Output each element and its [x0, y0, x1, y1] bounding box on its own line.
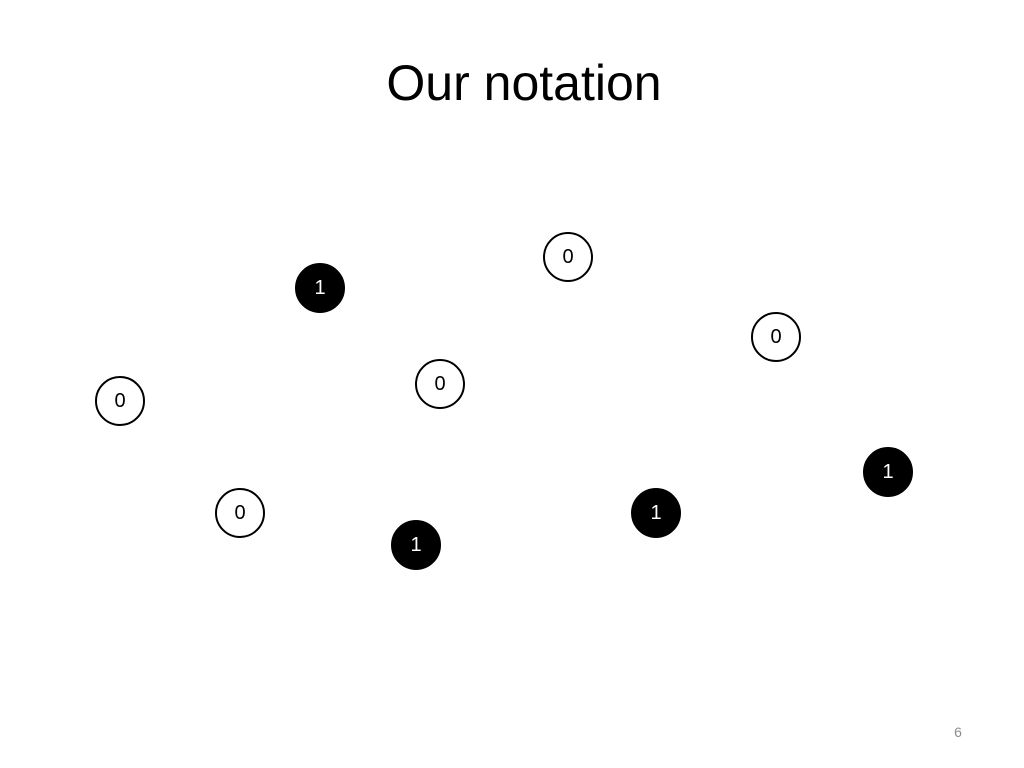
node-label: 1	[410, 534, 422, 556]
slide-title: Our notation	[386, 55, 662, 111]
node-0: 0	[751, 312, 801, 362]
node-1: 1	[391, 520, 441, 570]
node-0: 0	[215, 488, 265, 538]
node-label: 1	[650, 502, 662, 524]
page-number: 6	[954, 724, 962, 740]
node-label: 0	[562, 246, 574, 268]
node-1: 1	[295, 263, 345, 313]
node-label: 0	[770, 326, 782, 348]
node-0: 0	[543, 232, 593, 282]
node-label: 1	[314, 277, 326, 299]
node-label: 0	[234, 502, 246, 524]
node-label: 1	[882, 461, 894, 483]
node-label: 0	[114, 390, 126, 412]
node-1: 1	[863, 447, 913, 497]
node-1: 1	[631, 488, 681, 538]
node-0: 0	[95, 376, 145, 426]
node-label: 0	[434, 373, 446, 395]
node-0: 0	[415, 359, 465, 409]
